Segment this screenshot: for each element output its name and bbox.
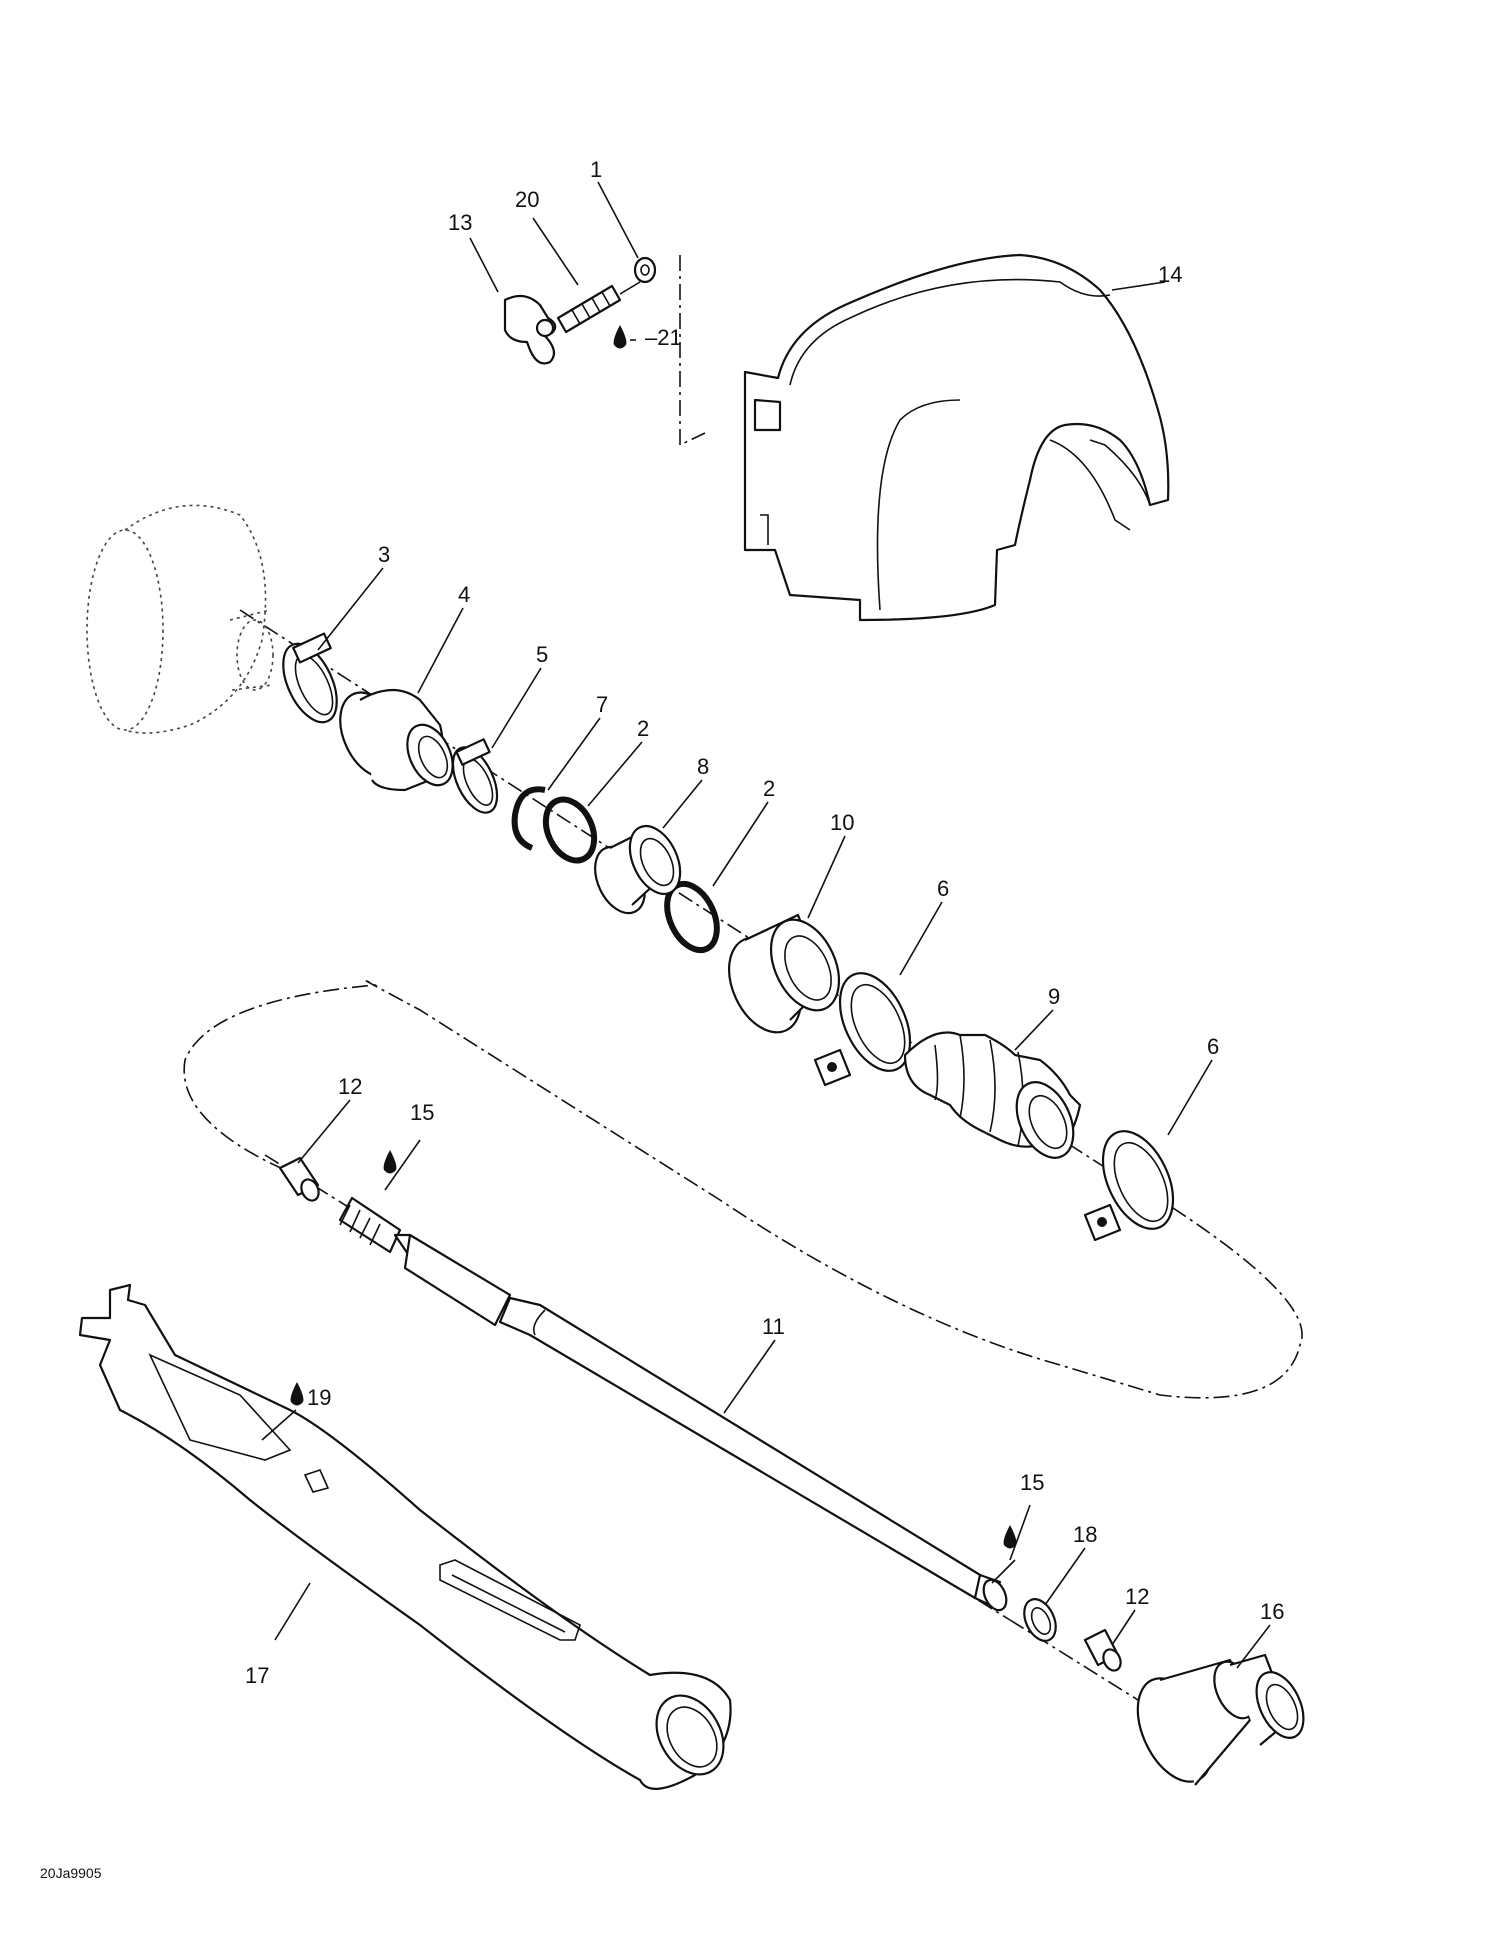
bellows-part: [903, 1031, 1082, 1159]
callout-6: 6: [937, 876, 949, 901]
callout-2-second: 2: [763, 776, 775, 801]
callout-14: 14: [1158, 262, 1182, 287]
diagram-reference-code: 20Ja9905: [40, 1865, 102, 1881]
hose-clamp-part: [813, 972, 912, 1087]
retaining-ring-part: [511, 786, 546, 851]
callout-2: 2: [637, 716, 649, 741]
callout-20: 20: [515, 187, 539, 212]
hose-clamp-part: [1083, 1130, 1175, 1242]
callout-1: 1: [590, 157, 602, 182]
callout-9: 9: [1048, 984, 1060, 1009]
steering-housing-part: [78, 1283, 732, 1790]
callout-18: 18: [1073, 1522, 1097, 1547]
callout-8: 8: [697, 754, 709, 779]
callout-4: 4: [458, 582, 470, 607]
bearing-housing-part: [1136, 1653, 1305, 1786]
callout-15: 15: [410, 1100, 434, 1125]
callout-10: 10: [830, 810, 854, 835]
bushing-part: [594, 824, 682, 915]
cover-part: [743, 253, 1170, 622]
callout-21: –21: [645, 325, 682, 350]
callout-13: 13: [448, 210, 472, 235]
callout-11: 11: [762, 1314, 785, 1339]
steering-hub-outline: [86, 504, 274, 734]
end-cap-part: [1083, 1628, 1122, 1672]
callout-5: 5: [536, 642, 548, 667]
callout-labels: 1 20 13 –21 14 3 4 5 7 2 8 2 10 6 9 6 12…: [40, 157, 1284, 1881]
end-cap-part: [278, 1156, 320, 1202]
ear-clamp-part: [282, 632, 338, 724]
callout-7: 7: [596, 692, 608, 717]
callout-15-second: 15: [1020, 1470, 1044, 1495]
callout-6-second: 6: [1207, 1034, 1219, 1059]
sleeve-part: [728, 913, 841, 1034]
oil-drop-icon: [290, 1382, 304, 1406]
washer-part: [633, 256, 657, 284]
flat-washer-part: [1023, 1598, 1057, 1642]
small-ear-clamp-part: [451, 738, 499, 814]
wing-nut-part: [503, 294, 557, 365]
callout-12-second: 12: [1125, 1584, 1149, 1609]
drive-shaft-part: [338, 1196, 1008, 1612]
leader-lines: [261, 181, 1271, 1669]
callout-3: 3: [378, 542, 390, 567]
callout-19: 19: [307, 1385, 331, 1410]
flex-boot-part: [339, 689, 454, 792]
oil-drop-icon: [613, 325, 627, 349]
threaded-stud-part: [556, 281, 641, 334]
oil-drop-icon: [383, 1150, 397, 1174]
callout-17: 17: [245, 1663, 269, 1688]
o-ring-part: [542, 796, 598, 864]
oil-drop-icon: [1003, 1525, 1017, 1549]
callout-16: 16: [1260, 1599, 1284, 1624]
callout-12: 12: [338, 1074, 362, 1099]
